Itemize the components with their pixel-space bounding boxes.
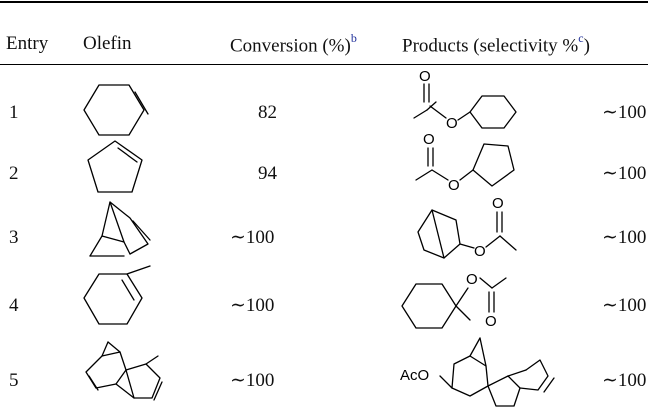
header-olefin: Olefin bbox=[83, 33, 132, 54]
svg-text:O: O bbox=[466, 271, 478, 288]
svg-text:O: O bbox=[448, 177, 460, 194]
row-3-conversion: ∼100 bbox=[230, 227, 275, 248]
header-conversion: Conversion (%)b bbox=[230, 31, 357, 57]
header-bottom-rule bbox=[0, 64, 648, 65]
row-5-entry: 5 bbox=[9, 370, 19, 391]
cyclohexene-structure bbox=[83, 84, 149, 136]
footnote-ref-b: b bbox=[350, 31, 357, 45]
table-top-rule bbox=[0, 1, 648, 3]
header-products-close: ) bbox=[583, 35, 590, 57]
svg-text:O: O bbox=[423, 131, 435, 148]
row-5-conversion: ∼100 bbox=[230, 370, 275, 391]
row-4-conversion: ∼100 bbox=[230, 295, 275, 316]
row-4-entry: 4 bbox=[9, 295, 19, 316]
header-products: Products (selectivity %c) bbox=[402, 31, 590, 57]
header-conversion-label: Conversion (%) bbox=[230, 35, 351, 57]
header-entry: Entry bbox=[6, 33, 49, 54]
svg-text:O: O bbox=[446, 115, 458, 132]
footnote-ref-c: c bbox=[578, 31, 584, 45]
row-1-entry: 1 bbox=[9, 102, 19, 123]
row-2-entry: 2 bbox=[9, 163, 19, 184]
norbornene-structure bbox=[89, 201, 151, 257]
svg-text:O: O bbox=[474, 243, 486, 260]
methylcyclohexyl-acetate-structure: O O bbox=[401, 271, 507, 330]
norbornyl-acetate-structure: O O bbox=[417, 195, 517, 260]
svg-text:O: O bbox=[492, 195, 504, 212]
row-3-selectivity: ∼100 bbox=[602, 227, 647, 248]
aco-label: AcO bbox=[400, 367, 429, 384]
header-products-label: Products (selectivity % bbox=[402, 35, 579, 57]
row-1-conversion: 82 bbox=[258, 102, 277, 123]
cyclopentene-structure bbox=[87, 140, 143, 193]
row-1-selectivity: ∼100 bbox=[602, 102, 647, 123]
dicyclopentadienyl-acetate-structure: AcO bbox=[400, 337, 555, 407]
row-2-conversion: 94 bbox=[258, 163, 277, 184]
cyclopentyl-acetate-structure: O O bbox=[415, 131, 515, 194]
svg-text:O: O bbox=[485, 313, 497, 330]
svg-text:O: O bbox=[419, 68, 431, 85]
row-3-entry: 3 bbox=[9, 227, 19, 248]
row-2-selectivity: ∼100 bbox=[602, 163, 647, 184]
cyclohexyl-acetate-structure: O O bbox=[413, 68, 517, 132]
row-5-selectivity: ∼100 bbox=[602, 370, 647, 391]
dicyclopentadiene-structure bbox=[85, 341, 163, 401]
row-4-selectivity: ∼100 bbox=[602, 295, 647, 316]
methylcyclohexene-structure bbox=[83, 265, 151, 325]
